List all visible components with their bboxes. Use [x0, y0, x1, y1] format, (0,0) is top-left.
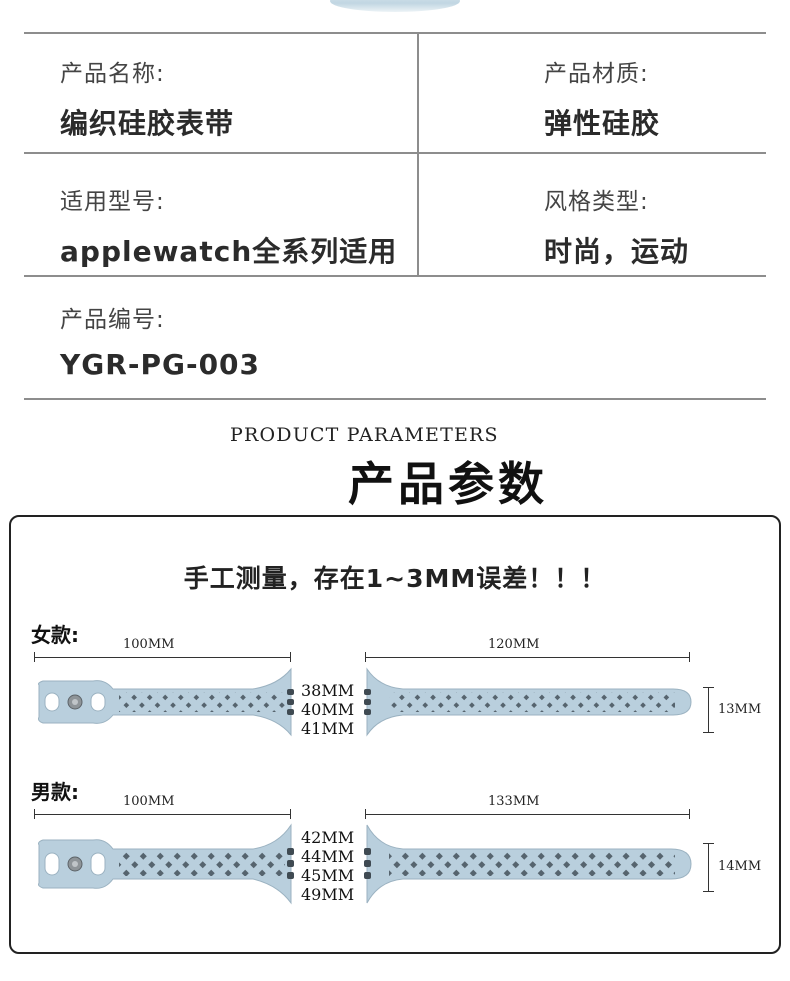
- spec-material: 产品材质: 弹性硅胶: [544, 54, 660, 142]
- dimension-tick: [365, 652, 366, 662]
- dimension-line: [365, 814, 690, 815]
- dimension-line: [34, 814, 291, 815]
- dimension-tick: [34, 652, 35, 662]
- spec-label: 产品材质:: [544, 61, 649, 87]
- case-size: 49MM: [301, 885, 355, 904]
- spec-value: YGR-PG-003: [60, 348, 261, 381]
- spec-name: 产品名称: 编织硅胶表带: [60, 54, 234, 142]
- divider: [24, 152, 766, 154]
- measurement-note: 手工测量，存在1~3MM误差！！！: [183, 564, 607, 593]
- men-long-strap: [364, 824, 692, 904]
- length-label: 133MM: [488, 794, 540, 809]
- width-label: 13MM: [718, 702, 762, 717]
- spec-value: applewatch全系列适用: [60, 235, 398, 268]
- men-short-strap: [38, 823, 294, 905]
- spec-label: 适用型号:: [60, 189, 165, 215]
- width-tick: [703, 891, 714, 892]
- spec-label: 风格类型:: [544, 189, 649, 215]
- women-label: 女款:: [31, 623, 79, 647]
- spec-value: 编织硅胶表带: [60, 107, 235, 140]
- men-case-sizes: 42MM 44MM 45MM 49MM: [301, 828, 354, 904]
- width-tick: [703, 732, 714, 733]
- watch-image-edge: [330, 0, 460, 12]
- divider: [24, 275, 766, 277]
- section-title-en: PRODUCT PARAMETERS: [230, 424, 499, 446]
- spec-model: 适用型号: applewatch全系列适用: [60, 182, 397, 270]
- length-label: 120MM: [488, 637, 540, 652]
- length-label: 100MM: [123, 794, 175, 809]
- width-line: [708, 843, 709, 891]
- spec-table: 产品名称: 编织硅胶表带 产品材质: 弹性硅胶 适用型号: applewatch…: [24, 32, 766, 400]
- width-tick: [703, 687, 714, 688]
- dimension-tick: [290, 809, 291, 819]
- case-size: 42MM: [301, 828, 355, 847]
- case-size: 40MM: [301, 700, 355, 719]
- case-size: 44MM: [301, 847, 355, 866]
- women-long-strap: [364, 667, 692, 737]
- case-size: 38MM: [301, 681, 355, 700]
- dimension-line: [34, 657, 291, 658]
- spec-code: 产品编号: YGR-PG-003: [60, 300, 260, 381]
- spec-label: 产品编号:: [60, 307, 165, 333]
- dimension-tick: [365, 809, 366, 819]
- spec-value: 时尚，运动: [544, 235, 690, 268]
- width-label: 14MM: [718, 859, 762, 874]
- width-tick: [703, 843, 714, 844]
- divider: [24, 398, 766, 400]
- men-label: 男款:: [31, 780, 79, 804]
- column-divider: [417, 32, 419, 275]
- length-label: 100MM: [123, 637, 175, 652]
- dimension-line: [365, 657, 690, 658]
- women-case-sizes: 38MM 40MM 41MM: [301, 681, 354, 738]
- women-short-strap: [38, 667, 294, 737]
- dimension-tick: [689, 809, 690, 819]
- divider: [24, 32, 766, 34]
- section-title: 产品参数: [348, 457, 548, 511]
- spec-value: 弹性硅胶: [544, 107, 661, 140]
- dimension-tick: [34, 809, 35, 819]
- parameters-panel: 手工测量，存在1~3MM误差！！！ 女款: 100MM 120MM 38MM 4…: [9, 515, 781, 954]
- case-size: 45MM: [301, 866, 355, 885]
- spec-style: 风格类型: 时尚，运动: [544, 182, 689, 270]
- dimension-tick: [689, 652, 690, 662]
- spec-label: 产品名称:: [60, 61, 165, 87]
- dimension-tick: [290, 652, 291, 662]
- case-size: 41MM: [301, 719, 355, 738]
- width-line: [708, 687, 709, 732]
